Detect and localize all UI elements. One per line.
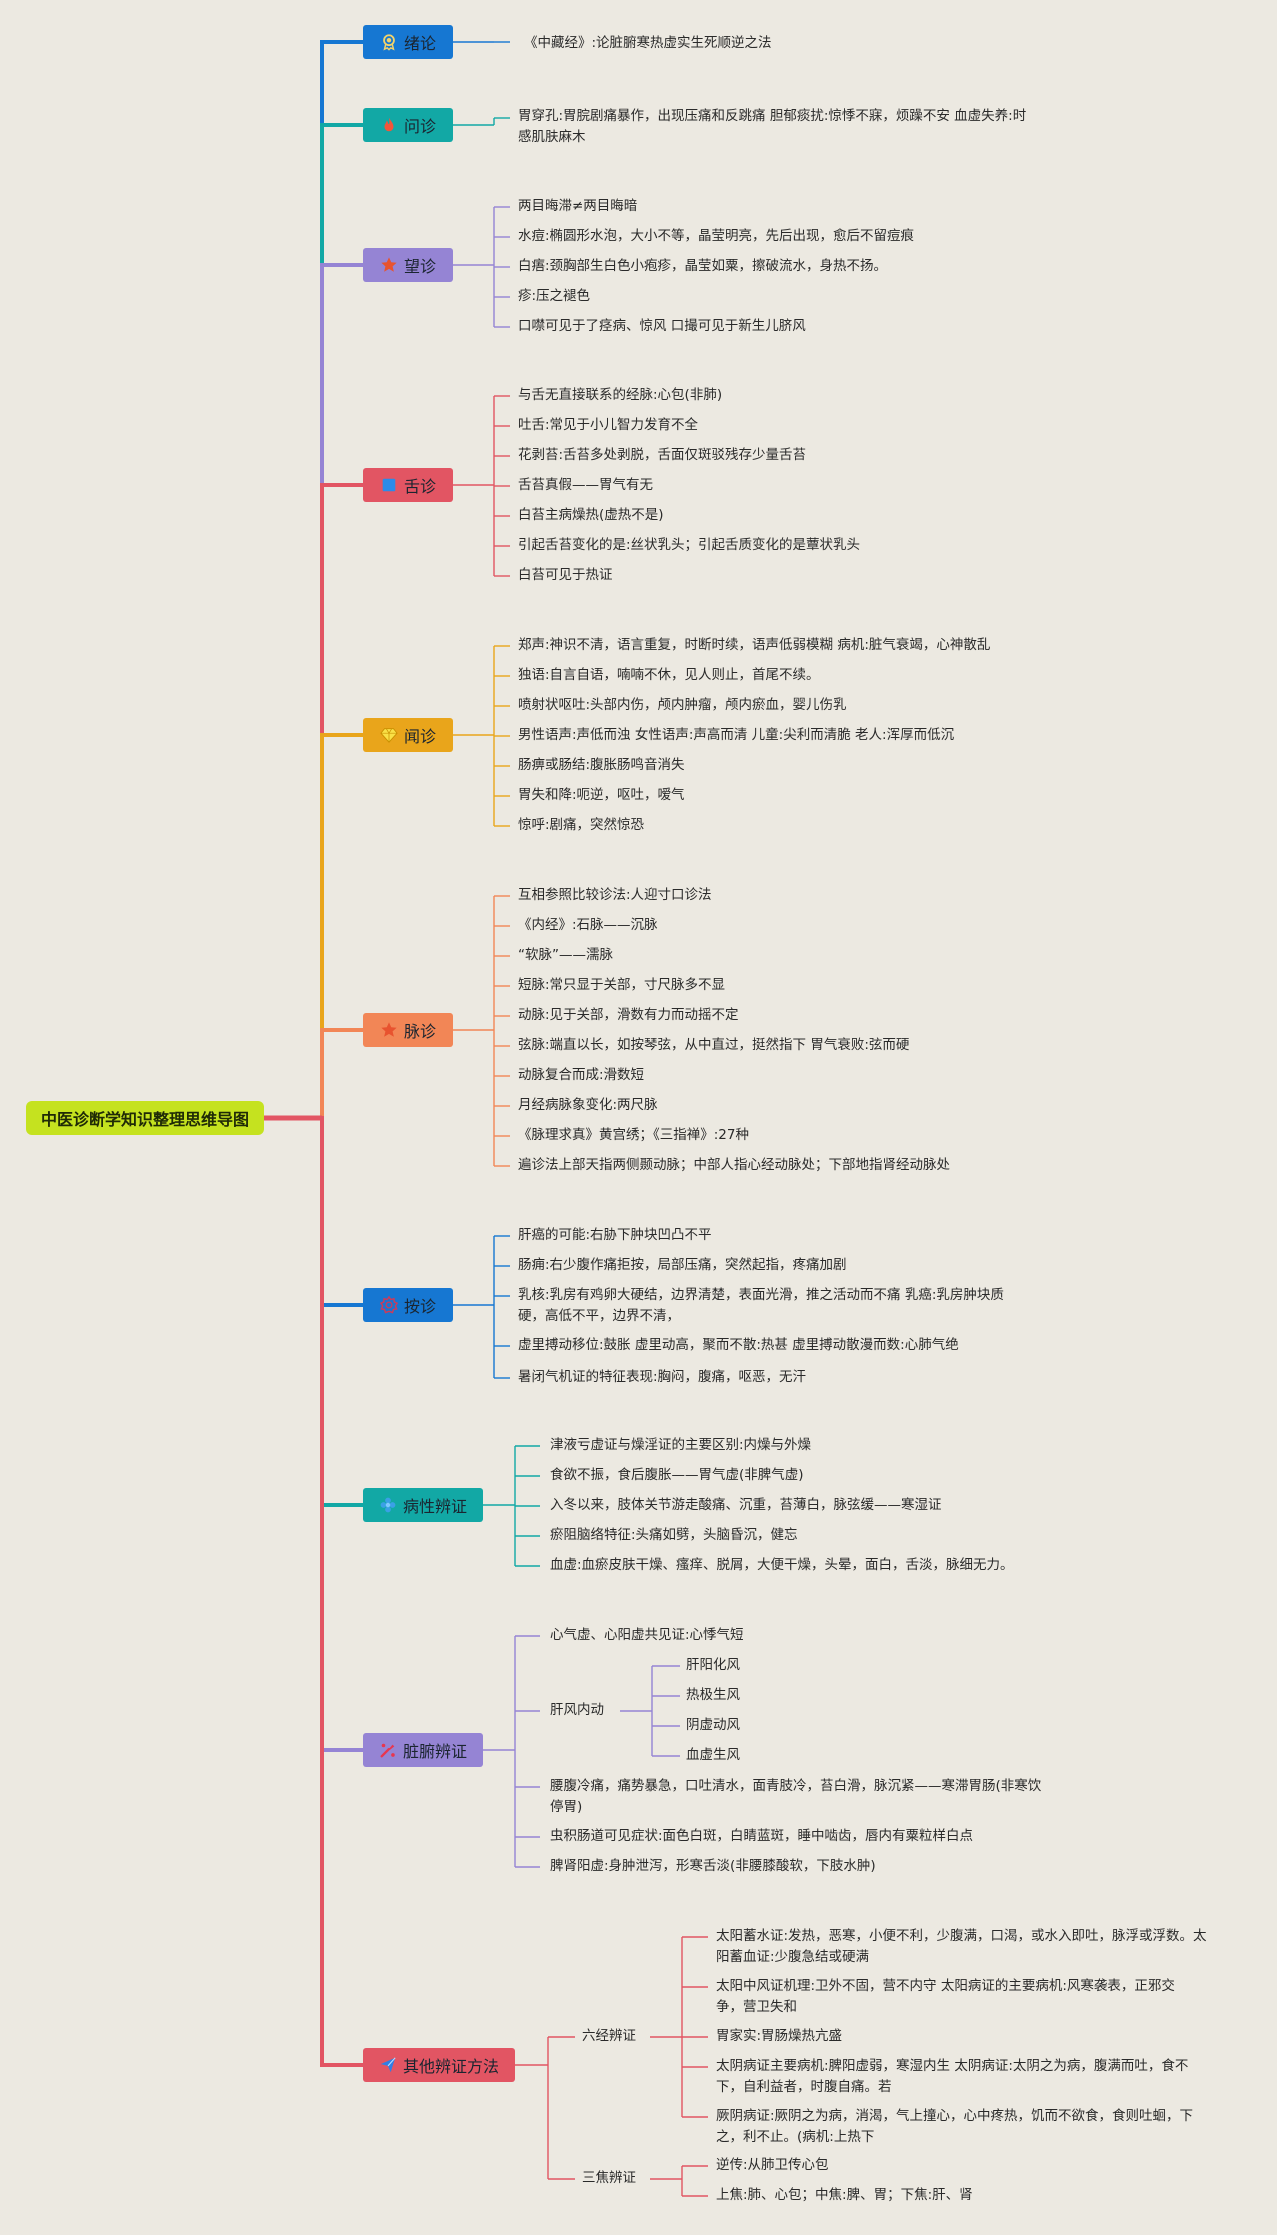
branch-label: 脉诊 <box>403 1022 436 1041</box>
leaf-item: 两目晦滞≠两目晦暗 <box>518 198 638 214</box>
leaf-item: 惊呼:剧痛，突然惊恐 <box>518 817 645 833</box>
branch-intro[interactable]: 绪论 <box>363 25 453 59</box>
leaf-item: 暑闭气机证的特征表现:胸闷，腹痛，呕恶，无汗 <box>518 1369 807 1385</box>
branch-tongue[interactable]: 舌诊 <box>363 468 453 502</box>
leaf-item: 肠痈:右少腹作痛拒按，局部压痛，突然起指，疼痛加剧 <box>518 1257 847 1273</box>
branch-other[interactable]: 其他辨证方法 <box>363 2048 515 2082</box>
group-san-jiao: 三焦辨证 <box>582 2170 636 2186</box>
leaf-item: 引起舌苔变化的是:丝状乳头；引起舌质变化的是蕈状乳头 <box>518 537 861 553</box>
leaf-item: 吐舌:常见于小儿智力发育不全 <box>518 417 699 433</box>
leaf-item: 《内经》:石脉——沉脉 <box>518 917 658 933</box>
leaf-item: 血虚:血瘀皮肤干燥、瘙痒、脱屑，大便干燥，头晕，面白，舌淡，脉细无力。 <box>550 1557 1014 1573</box>
sub-item: 血虚生风 <box>686 1747 740 1763</box>
leaf-item: 太阴病证主要病机:脾阳虚弱，寒湿内生 太阴病证:太阴之为病，腹满而吐，食不下，自… <box>716 2058 1189 2095</box>
leaf-item: 遍诊法上部天指两侧颞动脉；中部人指心经动脉处；下部地指肾经动脉处 <box>518 1157 950 1173</box>
tools-icon <box>379 1741 397 1759</box>
leaf-item: 月经病脉象变化:两尺脉 <box>518 1097 658 1113</box>
leaf-item: 逆传:从肺卫传心包 <box>716 2157 829 2173</box>
leaf-item: 肠痹或肠结:腹胀肠鸣音消失 <box>518 757 685 773</box>
sub-item: 阴虚动风 <box>686 1717 740 1733</box>
leaf-item: 动脉:见于关部，滑数有力而动摇不定 <box>518 1007 739 1023</box>
star-icon <box>380 1021 398 1039</box>
branch-label: 按诊 <box>403 1297 436 1316</box>
branch-label: 望诊 <box>403 257 436 276</box>
sub-item: 肝阳化风 <box>686 1657 740 1673</box>
branch-label: 闻诊 <box>403 727 436 746</box>
leaf-item: 心气虚、心阳虚共见证:心悸气短 <box>550 1627 744 1643</box>
send-icon <box>379 2056 397 2074</box>
branch-pulse[interactable]: 脉诊 <box>363 1013 453 1047</box>
leaf-item: 互相参照比较诊法:人迎寸口诊法 <box>518 887 712 903</box>
badge-icon <box>379 1296 398 1314</box>
branch-label: 绪论 <box>403 34 436 53</box>
leaf-item: 白痦:颈胸部生白色小疱疹，晶莹如粟，擦破流水，身热不扬。 <box>518 258 888 274</box>
branch-label: 问诊 <box>403 117 436 136</box>
leaf-item: 疹:压之褪色 <box>518 288 591 304</box>
leaf-item: 虚里搏动移位:鼓胀 虚里动高，聚而不散:热甚 虚里搏动散漫而数:心肺气绝 <box>518 1337 959 1353</box>
root-node[interactable]: 中医诊断学知识整理思维导图 <box>26 1101 264 1135</box>
branch-inquiry[interactable]: 问诊 <box>363 108 453 142</box>
leaf-item: 脾肾阳虚:身肿泄泻，形寒舌淡(非腰膝酸软，下肢水肿) <box>550 1858 876 1874</box>
leaf-item: 胃家实:胃肠燥热亢盛 <box>716 2028 843 2044</box>
branch-label: 脏腑辨证 <box>402 1742 467 1761</box>
leaf-item: 肝癌的可能:右胁下肿块凹凸不平 <box>518 1227 712 1243</box>
leaf-item: 水痘:椭圆形水泡，大小不等，晶莹明亮，先后出现，愈后不留痘痕 <box>518 228 915 244</box>
branch-label: 舌诊 <box>403 477 436 496</box>
leaf-item: 太阳蓄水证:发热，恶寒，小便不利，少腹满，口渴，或水入即吐，脉浮或浮数。太阳蓄血… <box>716 1928 1207 1965</box>
leaf-item: 太阳中风证机理:卫外不固，营不内守 太阳病证的主要病机:风寒袭表，正邪交争，营卫… <box>716 1978 1175 2015</box>
branch-nature[interactable]: 病性辨证 <box>363 1488 483 1522</box>
leaf-item: 《中藏经》:论脏腑寒热虚实生死顺逆之法 <box>524 35 772 51</box>
flower-icon <box>379 1496 397 1514</box>
leaf-item: 舌苔真假——胃气有无 <box>518 477 653 493</box>
leaf-item: 瘀阻脑络特征:头痛如劈，头脑昏沉，健忘 <box>550 1527 798 1543</box>
leaf-item: 白苔主病燥热(虚热不是) <box>518 507 664 523</box>
branch-palpation[interactable]: 按诊 <box>363 1288 453 1322</box>
group-six-meridians: 六经辨证 <box>582 2028 636 2044</box>
leaf-item: 郑声:神识不清，语言重复，时断时续，语声低弱模糊 病机:脏气衰竭，心神散乱 <box>518 637 991 653</box>
leaf-item: 喷射状呕吐:头部内伤，颅内肿瘤，颅内瘀血，婴儿伤乳 <box>518 697 847 713</box>
leaf-item: 胃穿孔:胃脘剧痛暴作，出现压痛和反跳痛 胆郁痰扰:惊悸不寐，烦躁不安 血虚失养:… <box>518 108 1027 145</box>
star-icon <box>380 256 398 274</box>
branch-inspection[interactable]: 望诊 <box>363 248 453 282</box>
leaf-item: 《脉理求真》黄宫绣；《三指禅》:27种 <box>518 1127 749 1143</box>
diamond-icon <box>380 726 398 744</box>
leaf-item: 入冬以来，肢体关节游走酸痛、沉重，苔薄白，脉弦缓——寒湿证 <box>550 1497 942 1513</box>
leaf-item: 食欲不振，食后腹胀——胃气虚(非脾气虚) <box>550 1467 804 1483</box>
sub-item: 热极生风 <box>686 1687 740 1703</box>
leaf-item: 与舌无直接联系的经脉:心包(非肺) <box>518 387 723 403</box>
leaf-item: 上焦:肺、心包；中焦:脾、胃；下焦:肝、肾 <box>716 2187 973 2203</box>
square-icon <box>380 476 398 494</box>
leaf-item: 白苔可见于热证 <box>518 567 613 583</box>
flame-icon <box>380 116 398 134</box>
branch-auscultation[interactable]: 闻诊 <box>363 718 453 752</box>
leaf-item: 短脉:常只显于关部，寸尺脉多不显 <box>518 977 726 993</box>
branch-label: 病性辨证 <box>402 1497 467 1516</box>
leaf-item: 动脉复合而成:滑数短 <box>518 1067 645 1083</box>
leaf-item: 厥阴病证:厥阴之为病，消渴，气上撞心，心中疼热，饥而不欲食，食则吐蛔，下之，利不… <box>716 2108 1194 2145</box>
leaf-item: 腰腹冷痛，痛势暴急，口吐清水，面青肢冷，苔白滑，脉沉紧——寒滞胃肠(非寒饮停胃) <box>550 1778 1042 1815</box>
leaf-item: 乳核:乳房有鸡卵大硬结，边界清楚，表面光滑，推之活动而不痛 乳癌:乳房肿块质硬，… <box>518 1287 1004 1324</box>
leaf-item: 花剥苔:舌苔多处剥脱，舌面仅斑驳残存少量舌苔 <box>518 447 807 463</box>
leaf-item: 口噤可见于了痉病、惊风 口撮可见于新生儿脐风 <box>518 318 806 334</box>
award-icon <box>380 33 398 51</box>
leaf-item-liver-wind: 肝风内动 <box>550 1702 604 1718</box>
leaf-item: 弦脉:端直以长，如按琴弦，从中直过，挺然指下 胃气衰败:弦而硬 <box>518 1037 910 1053</box>
branch-label: 其他辨证方法 <box>402 2057 499 2076</box>
leaf-item: 胃失和降:呃逆，呕吐，嗳气 <box>518 787 685 803</box>
leaf-item: 虫积肠道可见症状:面色白斑，白睛蓝斑，睡中啮齿，唇内有粟粒样白点 <box>550 1828 974 1844</box>
leaf-item: 独语:自言自语，喃喃不休，见人则止，首尾不续。 <box>518 667 820 683</box>
leaf-item: 男性语声:声低而浊 女性语声:声高而清 儿童:尖利而清脆 老人:浑厚而低沉 <box>518 727 955 743</box>
leaf-item: 津液亏虚证与燥淫证的主要区别:内燥与外燥 <box>550 1437 812 1453</box>
leaf-item: “软脉”——濡脉 <box>518 947 613 963</box>
branch-organ[interactable]: 脏腑辨证 <box>363 1733 483 1767</box>
